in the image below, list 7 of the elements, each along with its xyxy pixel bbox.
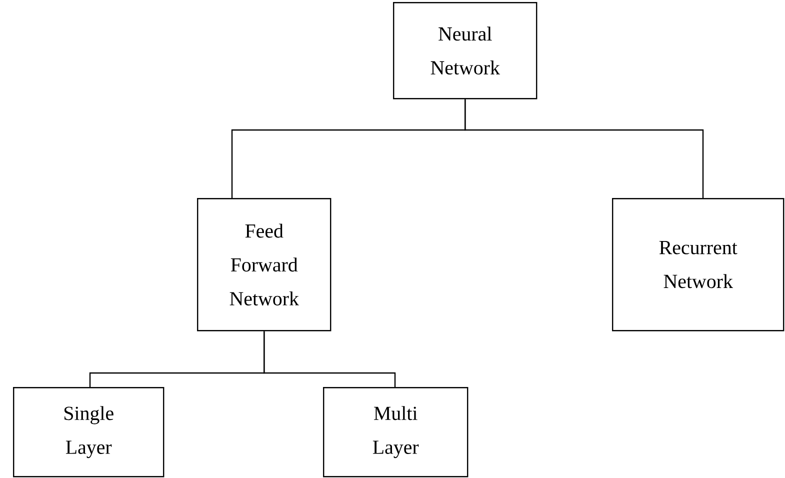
process-box: Recurrent Network	[612, 198, 784, 332]
connector	[264, 331, 396, 387]
process-box: Neural Network	[393, 2, 538, 100]
process-box: Feed Forward Network	[197, 198, 332, 332]
connector	[464, 99, 704, 198]
process-box: Single Layer	[13, 387, 164, 478]
process-box: Multi Layer	[323, 387, 468, 478]
